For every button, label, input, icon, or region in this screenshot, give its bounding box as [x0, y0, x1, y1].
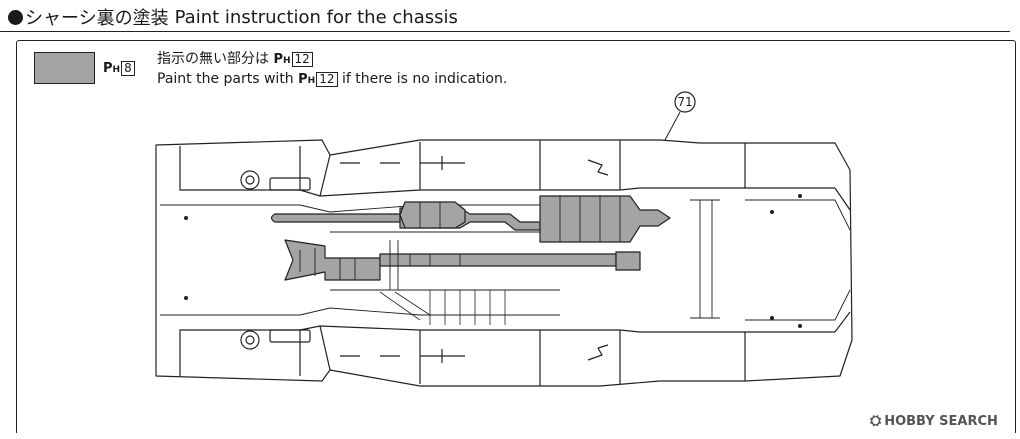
upper-rocker — [179, 143, 746, 197]
driveshaft — [379, 253, 617, 267]
header-underline — [0, 31, 1010, 32]
section-header: シャーシ裏の塗装 Paint instruction for the chass… — [8, 4, 458, 30]
exhaust-pipe — [270, 213, 401, 223]
bullet-icon — [8, 9, 23, 25]
paint-code-sub: H — [112, 65, 121, 75]
note-en-code-number: 12 — [316, 72, 338, 87]
watermark: ⛭ HOBBY SEARCH — [870, 413, 998, 429]
part-71-callout: 71 — [664, 91, 696, 141]
paint-code-prefix: P — [103, 61, 113, 76]
paint-swatch — [34, 52, 95, 84]
header-title-jp: シャーシ裏の塗装 — [25, 8, 169, 29]
note-jp-code-prefix: P — [273, 52, 283, 67]
header-title-en: Paint instruction for the chassis — [174, 6, 458, 28]
instruction-panel — [16, 40, 1016, 433]
part-71-label: 71 — [677, 95, 692, 109]
note-jp-text: 指示の無い部分は — [157, 51, 269, 67]
watermark-text: HOBBY SEARCH — [884, 413, 998, 429]
chassis-outline — [155, 139, 853, 387]
transmission — [284, 239, 381, 281]
muffler — [539, 195, 671, 243]
note-en-before: Paint the parts with — [157, 71, 294, 87]
note-en-after: if there is no indication. — [341, 71, 508, 87]
note-en-code-sub: H — [307, 76, 316, 86]
hobby-search-logo-icon: ⛭ — [870, 413, 882, 429]
note-jp-code-sub: H — [282, 56, 291, 66]
note-jp-code-number: 12 — [291, 52, 313, 67]
catalytic-converter — [399, 201, 466, 229]
paint-code-number: 8 — [121, 61, 135, 76]
lower-rocker — [179, 325, 746, 381]
note-en-code-prefix: P — [298, 72, 308, 87]
